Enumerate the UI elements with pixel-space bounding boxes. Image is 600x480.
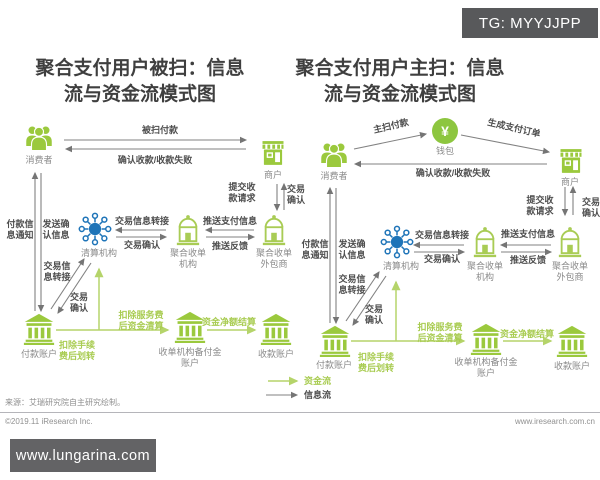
- flow-label-trade-confirm: 交易确认: [123, 240, 160, 250]
- legend-money-flow-label: 资金流: [304, 376, 332, 386]
- flow-label-net-settle: 资金净额结算: [499, 329, 554, 339]
- merchant-icon: [259, 139, 287, 167]
- receiving-account-label: 收款账户: [553, 361, 590, 371]
- payer-account-icon: [23, 312, 55, 346]
- clearing-house-label: 清算机构: [382, 261, 419, 271]
- flow-label-send-confirm: 发送确 认信息: [42, 219, 70, 240]
- consumer-icon: [24, 123, 54, 151]
- wallet-label: 钱包: [435, 146, 454, 156]
- clearing-house-label: 清算机构: [80, 248, 117, 258]
- flow-label-trade-confirm: 交易确认: [423, 254, 460, 264]
- receiving-account-icon: [556, 324, 588, 358]
- flow-label-deduct-fee: 扣除手续 费后划转: [357, 352, 394, 373]
- yuan-symbol: ¥: [441, 123, 449, 139]
- flow-label-merchant-confirm: 交易 确认: [286, 184, 305, 205]
- flow-label-diag-trade-confirm: 交易 确认: [69, 292, 88, 313]
- flow-label-send-confirm: 发送确 认信息: [338, 239, 366, 260]
- flow-label-info-transfer: 交易信息转接: [114, 216, 169, 226]
- merchant-icon: [557, 147, 585, 175]
- flow-label-diag-trade-confirm: 交易 确认: [364, 304, 383, 325]
- site-watermark-badge: www.lungarina.com: [10, 439, 156, 472]
- flow-label-net-settle: 资金净额结算: [201, 317, 256, 327]
- aggregator-label: 聚合收单 机构: [169, 248, 206, 269]
- legend-arrows: [266, 376, 299, 399]
- receiving-account-icon: [260, 312, 292, 346]
- consumer-icon: [319, 140, 349, 168]
- receiving-account-label: 收款账户: [257, 349, 294, 359]
- flow-label-pay-notice: 付款信 息通知: [6, 219, 34, 240]
- flow-label-submit-request: 提交收 款请求: [526, 195, 554, 216]
- flow-label-merchant-confirm: 交易 确认: [581, 197, 600, 218]
- flow-label-diag-info-transfer: 交易信 息转接: [43, 261, 71, 282]
- flow-label-deduct-service: 扣除服务费 后资金清算: [118, 310, 164, 331]
- consumer-label: 消费者: [25, 155, 53, 165]
- source-note: 来源：艾瑞研究院自主研究绘制。: [5, 398, 125, 407]
- tg-watermark-badge: TG: MYYJJPP: [462, 8, 598, 38]
- flow-label-diag-info-transfer: 交易信 息转接: [338, 274, 366, 295]
- outsourcer-label: 聚合收单 外包商: [255, 248, 292, 269]
- consumer-label: 消费者: [320, 171, 348, 181]
- footer-divider: [0, 412, 600, 413]
- flow-label-push-feedback: 推送反馈: [509, 255, 546, 265]
- flow-label-deduct-service: 扣除服务费 后资金清算: [417, 322, 463, 343]
- wallet-icon: ¥: [432, 118, 458, 144]
- payer-account-icon: [319, 324, 351, 358]
- flow-label-push-feedback: 推送反馈: [211, 241, 248, 251]
- flow-label-scan-pay: 被扫付款: [141, 125, 178, 135]
- merchant-label: 商户: [560, 177, 579, 187]
- payer-account-label: 付款账户: [315, 360, 352, 370]
- right-diagram-title: 聚合支付用户主扫：信息 流与资金流模式图: [295, 58, 505, 105]
- flow-label-confirm-result: 确认收款/收款失败: [117, 155, 193, 165]
- flow-label-confirm-result: 确认收款/收款失败: [415, 168, 491, 178]
- reserve-account-label: 收单机构备付金 账户: [454, 357, 518, 378]
- flow-label-push-pay-info: 推送支付信息: [202, 216, 257, 226]
- merchant-label: 商户: [263, 170, 282, 180]
- flow-label-active-scan: 主扫付款: [372, 117, 410, 135]
- flow-label-submit-request: 提交收 款请求: [228, 182, 256, 203]
- flow-label-push-pay-info: 推送支付信息: [500, 229, 555, 239]
- left-diagram-title: 聚合支付用户被扫：信息 流与资金流模式图: [35, 58, 245, 105]
- reserve-account-label: 收单机构备付金 账户: [158, 347, 222, 368]
- flow-label-deduct-fee: 扣除手续 费后划转: [58, 340, 95, 361]
- flow-label-pay-notice: 付款信 息通知: [301, 239, 329, 260]
- flow-label-generate-order: 生成支付订单: [486, 117, 542, 139]
- outsourcer-label: 聚合收单 外包商: [551, 261, 588, 282]
- aggregator-label: 聚合收单 机构: [466, 261, 503, 282]
- left-info-arrows: [31, 136, 288, 314]
- flow-label-info-transfer: 交易信息转接: [414, 230, 469, 240]
- payer-account-label: 付款账户: [20, 349, 57, 359]
- copyright-text: ©2019.11 iResearch Inc.: [5, 417, 93, 426]
- legend-info-flow-label: 信息流: [304, 390, 332, 400]
- website-text: www.iresearch.com.cn: [514, 417, 595, 426]
